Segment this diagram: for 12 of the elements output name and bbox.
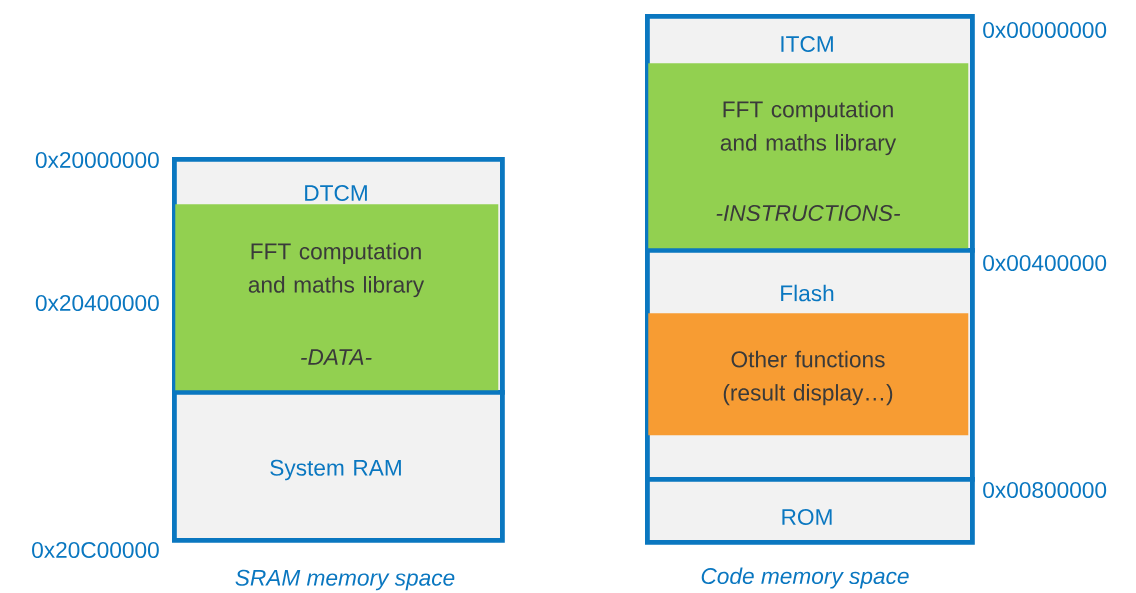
- memory-region-box: ROM: [645, 477, 975, 545]
- library-block: FFT computation and maths library -INSTRUCTIONS-: [648, 63, 969, 249]
- library-block: FFT computation and maths library -DATA-: [175, 204, 499, 391]
- address-label: 0x20000000: [35, 152, 159, 169]
- address-label: 0x00800000: [983, 482, 1107, 499]
- memory-space-caption: Code memory space: [701, 567, 909, 589]
- address-label: 0x20C00000: [32, 542, 159, 559]
- memory-region-box: System RAM: [172, 390, 505, 543]
- address-label: 0x00400000: [983, 255, 1107, 272]
- functions-block: Other functions (result display…): [648, 313, 969, 436]
- memory-space-caption: SRAM memory space: [235, 569, 455, 591]
- address-label: 0x00000000: [983, 22, 1107, 39]
